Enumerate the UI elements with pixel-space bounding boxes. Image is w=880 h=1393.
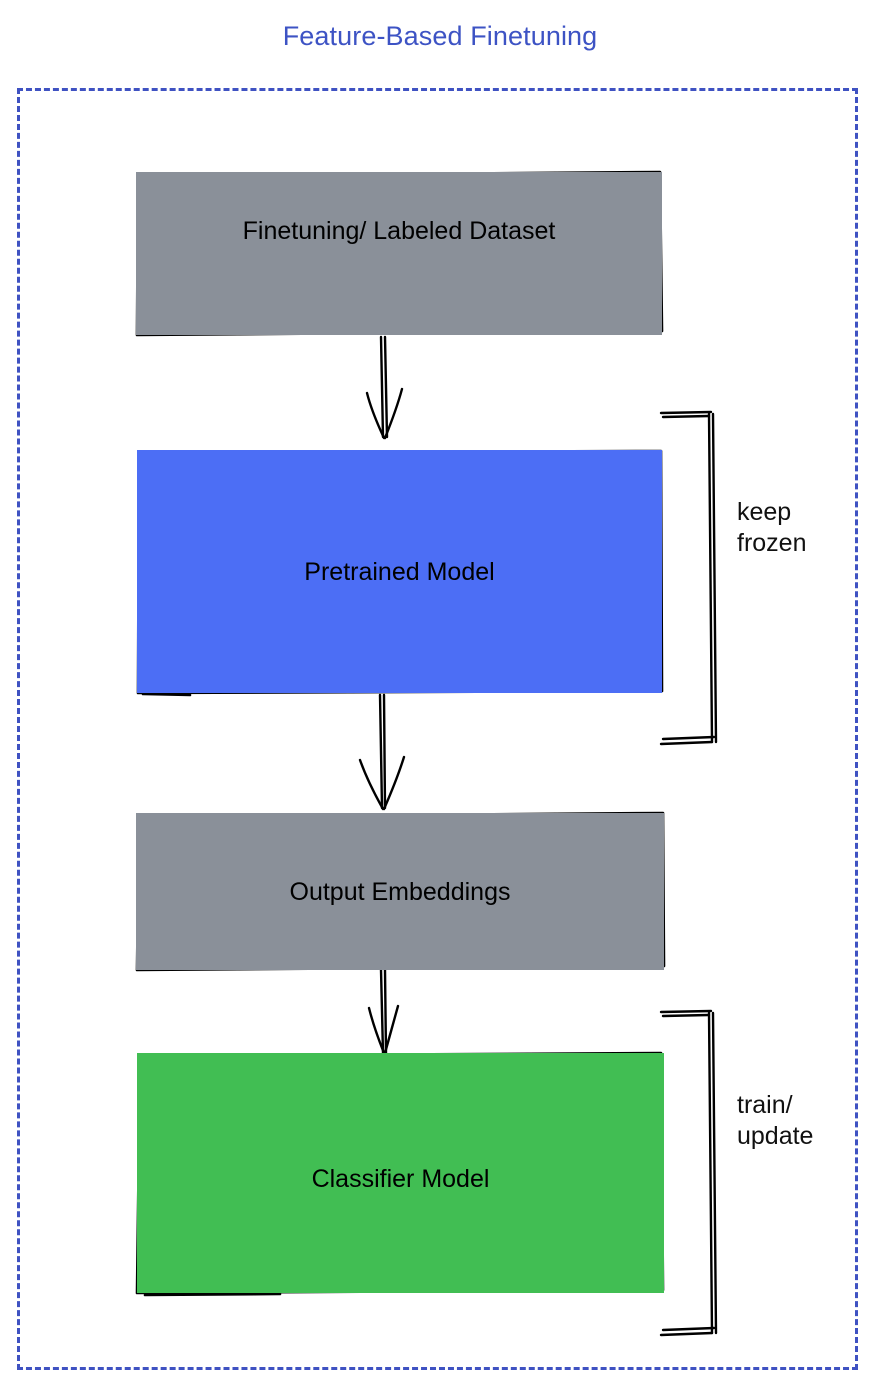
page-title: Feature-Based Finetuning xyxy=(282,21,598,51)
node-label-classifier: Classifier Model xyxy=(311,1165,490,1193)
annotation-train-update: train/ update xyxy=(737,1091,814,1150)
node-classifier-model[interactable]: Classifier Model xyxy=(137,1053,664,1293)
node-output-embeddings[interactable]: Output Embeddings xyxy=(136,813,664,970)
node-finetuning-labeled-dataset[interactable]: Finetuning/ Labeled Dataset xyxy=(136,172,662,335)
annotation-keep-frozen: keep frozen xyxy=(737,498,807,557)
node-label-dataset: Finetuning/ Labeled Dataset xyxy=(242,217,556,245)
node-pretrained-model[interactable]: Pretrained Model xyxy=(137,450,662,693)
node-label-embeddings: Output Embeddings xyxy=(289,877,511,906)
diagram-group-frame xyxy=(17,88,858,1370)
node-label-pretrained: Pretrained Model xyxy=(304,557,495,586)
